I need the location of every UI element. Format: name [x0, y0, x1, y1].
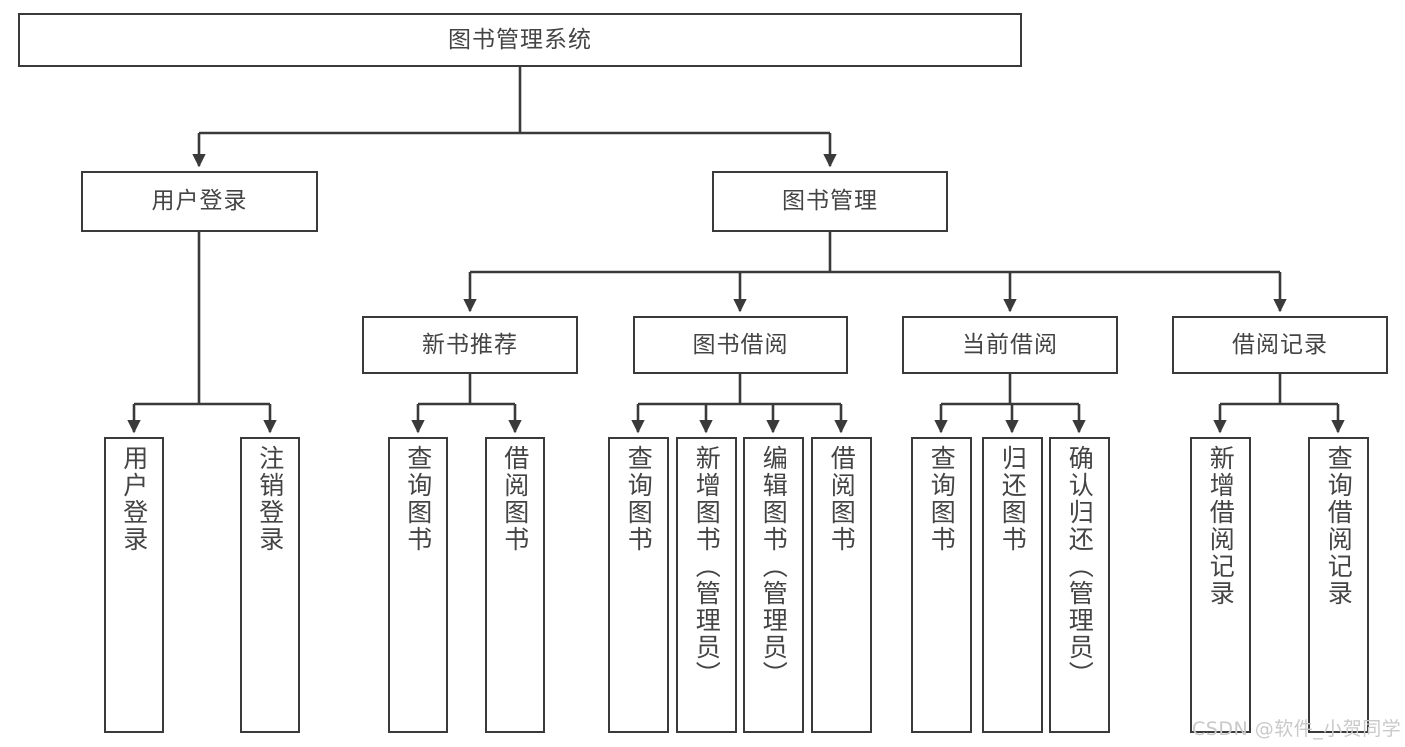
- node-label: 新增借阅记录: [1206, 445, 1236, 607]
- leaf-borrow-book-recommend[interactable]: 借阅图书: [485, 437, 545, 733]
- leaf-user-login[interactable]: 用户登录: [104, 437, 164, 733]
- node-label: 注销登录: [255, 445, 285, 553]
- leaf-return-book[interactable]: 归还图书: [982, 437, 1043, 733]
- leaf-confirm-return-admin[interactable]: 确认归还（管理员）: [1049, 437, 1110, 733]
- node-label: 查询图书: [624, 445, 654, 553]
- node-label: 图书借阅: [692, 331, 789, 358]
- leaf-add-book-admin[interactable]: 新增图书（管理员）: [676, 437, 737, 733]
- node-book-management[interactable]: 图书管理: [712, 171, 948, 232]
- node-user-login[interactable]: 用户登录: [81, 171, 318, 232]
- node-label: 归还图书: [998, 445, 1028, 553]
- node-label: 查询图书: [927, 445, 957, 553]
- node-label: 图书管理: [782, 188, 878, 214]
- node-label: 确认归还（管理员）: [1065, 445, 1095, 688]
- node-label: 用户登录: [119, 445, 149, 553]
- node-label: 编辑图书（管理员）: [759, 445, 789, 688]
- node-borrow-record[interactable]: 借阅记录: [1172, 316, 1388, 374]
- node-label: 新增图书（管理员）: [692, 445, 722, 688]
- leaf-query-book[interactable]: 查询图书: [608, 437, 669, 733]
- node-label: 当前借阅: [962, 331, 1058, 358]
- node-book-borrow[interactable]: 图书借阅: [633, 316, 848, 374]
- node-label: 借阅图书: [827, 445, 857, 553]
- node-label: 用户登录: [151, 188, 248, 214]
- node-current-borrow[interactable]: 当前借阅: [902, 316, 1118, 374]
- node-label: 新书推荐: [422, 331, 518, 358]
- leaf-user-logout[interactable]: 注销登录: [240, 437, 300, 733]
- node-label: 借阅图书: [500, 445, 530, 553]
- node-label: 借阅记录: [1232, 331, 1328, 358]
- leaf-edit-book-admin[interactable]: 编辑图书（管理员）: [743, 437, 804, 733]
- node-new-book-recommend[interactable]: 新书推荐: [362, 316, 578, 374]
- csdn-watermark: CSDN @软件_小贺同学: [1192, 718, 1402, 740]
- leaf-query-book-current[interactable]: 查询图书: [911, 437, 972, 733]
- node-label: 查询借阅记录: [1324, 445, 1354, 607]
- leaf-query-book-recommend[interactable]: 查询图书: [388, 437, 448, 733]
- leaf-borrow-book[interactable]: 借阅图书: [811, 437, 872, 733]
- leaf-query-borrow-record[interactable]: 查询借阅记录: [1308, 437, 1369, 733]
- leaf-add-borrow-record[interactable]: 新增借阅记录: [1190, 437, 1251, 733]
- node-label: 图书管理系统: [448, 26, 592, 53]
- node-root-system[interactable]: 图书管理系统: [18, 13, 1022, 67]
- node-label: 查询图书: [403, 445, 433, 553]
